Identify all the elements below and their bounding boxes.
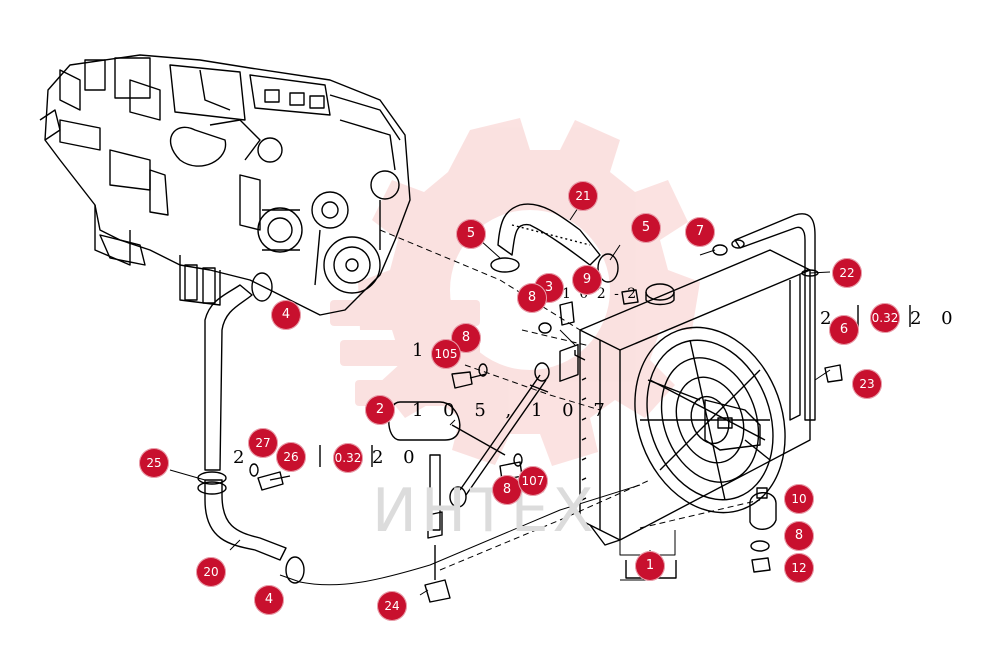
callout-part-8-right[interactable]: 8 (784, 521, 814, 551)
lower-hose-icon (204, 284, 253, 471)
spec-fitting-size: 1 0 2 - 2 (562, 286, 639, 302)
spec-left-a: 2 (233, 447, 252, 468)
callout-part-20[interactable]: 20 (196, 557, 226, 587)
rubber-mount-icon (749, 492, 777, 530)
callout-part-25[interactable]: 25 (139, 448, 169, 478)
callout-part-12[interactable]: 12 (784, 553, 814, 583)
hose-clamp-icon (597, 253, 619, 283)
bolt-icon (451, 371, 473, 389)
callout-part-107[interactable]: 107 (518, 466, 548, 496)
callout-part-23[interactable]: 23 (852, 369, 882, 399)
engine-assembly-icon (39, 54, 411, 316)
hose-clamp-icon (490, 257, 520, 273)
callout-part-27[interactable]: 27 (248, 428, 278, 458)
upper-hose-icon (497, 203, 601, 266)
brand-watermark-text: ИНТЕХ (372, 476, 598, 546)
callout-part-9[interactable]: 9 (572, 265, 602, 295)
drain-pipe-icon (429, 454, 441, 531)
callout-part-2[interactable]: 2 (365, 395, 395, 425)
spec-hose-lengths: 1 0 5 , 1 0 7 (412, 400, 612, 421)
callout-part-4-lower[interactable]: 4 (254, 585, 284, 615)
hose-clamp-icon (285, 556, 305, 584)
callout-part-5-right[interactable]: 5 (631, 213, 661, 243)
callout-part-1[interactable]: 1 (635, 551, 665, 581)
spec-right-a: 2 (820, 308, 839, 329)
spec-right-b: 2 0 (910, 308, 960, 329)
line-art (39, 54, 911, 603)
callout-part-6[interactable]: 6 (829, 315, 859, 345)
overflow-pipe-icon (734, 213, 816, 421)
callout-part-105[interactable]: 105 (431, 339, 461, 369)
callout-part-26[interactable]: 26 (276, 442, 306, 472)
spec-left-b: 2 0 (372, 447, 422, 468)
callout-thickness-left[interactable]: 0.32 (333, 443, 363, 473)
clip-icon (712, 244, 728, 256)
callout-part-5-left[interactable]: 5 (456, 219, 486, 249)
callout-part-4-upper[interactable]: 4 (271, 300, 301, 330)
nut-icon (751, 557, 771, 573)
leader-lines (169, 204, 856, 596)
callout-part-22[interactable]: 22 (832, 258, 862, 288)
stay-rod-icon (459, 374, 547, 496)
callout-part-10[interactable]: 10 (784, 484, 814, 514)
callout-thickness-right[interactable]: 0.32 (870, 303, 900, 333)
radiator-assembly-icon (559, 249, 811, 546)
callout-part-24[interactable]: 24 (377, 591, 407, 621)
hose-clamp-icon (251, 272, 273, 302)
callout-part-7[interactable]: 7 (685, 217, 715, 247)
callout-part-8-low[interactable]: 8 (492, 475, 522, 505)
callout-part-21[interactable]: 21 (568, 181, 598, 211)
callout-part-8-top[interactable]: 8 (517, 283, 547, 313)
bolt-icon (257, 471, 284, 491)
washer-icon (750, 540, 770, 552)
